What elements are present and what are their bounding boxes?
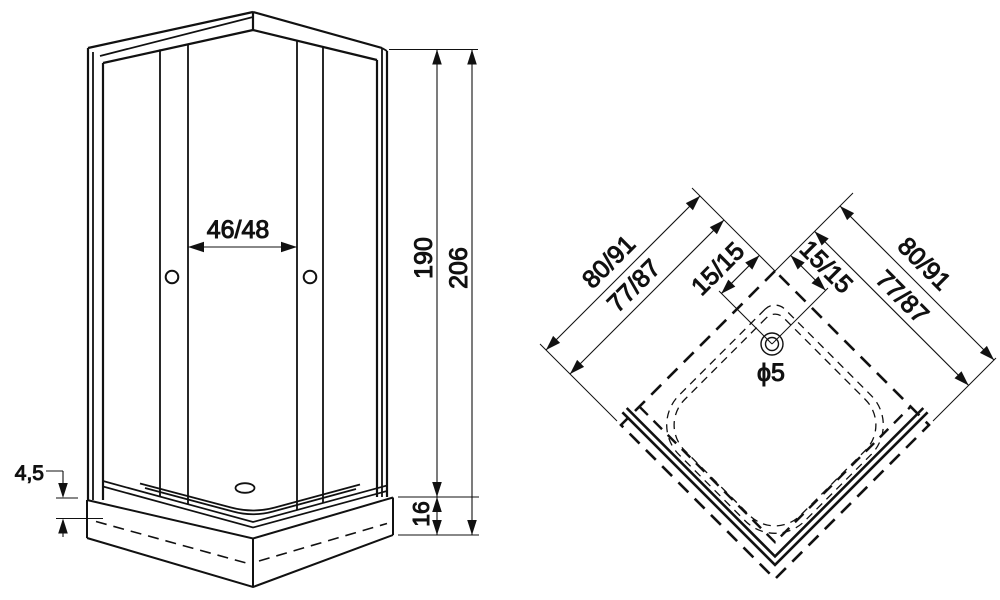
drain: [234, 482, 256, 494]
dimension-leveling-range: 4,5: [14, 462, 103, 537]
left-wall-profile: [86, 48, 105, 500]
dimension-right-outer-width: 80/91: [839, 205, 995, 361]
dimension-total-height: 206: [445, 49, 477, 535]
dimension-door-width: 46/48: [188, 216, 297, 253]
tray-outline-dashed: [619, 269, 931, 581]
tray-inner-edge-dashed: [638, 405, 912, 544]
total-height-label: 206: [445, 247, 473, 289]
glass-panel-stiles: [159, 40, 324, 510]
dimension-tray-height: 16: [408, 497, 442, 535]
mounting-hole: ϕ5: [757, 332, 785, 388]
glass-wall-panels: [621, 407, 929, 567]
shower-tray: [86, 480, 394, 589]
height-extension-lines: [389, 49, 479, 536]
top-frame: [87, 10, 388, 65]
left-corner-offset-label: 15/15: [686, 237, 750, 301]
dimension-frame-height: 190: [410, 49, 442, 497]
hole-diameter-label: ϕ5: [757, 359, 785, 387]
right-door-knob: [302, 269, 318, 285]
left-door-knob: [164, 269, 180, 285]
right-wall-profile: [375, 48, 389, 497]
front-view: 46/48 4,5 190: [14, 10, 479, 589]
dimension-left-outer-width: 80/91: [545, 195, 701, 351]
leveling-range-label: 4,5: [15, 462, 44, 485]
tray-height-label: 16: [408, 501, 434, 527]
skirt-adjust-line: [95, 520, 249, 565]
frame-height-label: 190: [410, 237, 438, 279]
basin-rim: [666, 304, 884, 534]
door-width-label: 46/48: [207, 216, 270, 244]
top-view: ϕ5 80/91 77/87: [539, 187, 997, 581]
